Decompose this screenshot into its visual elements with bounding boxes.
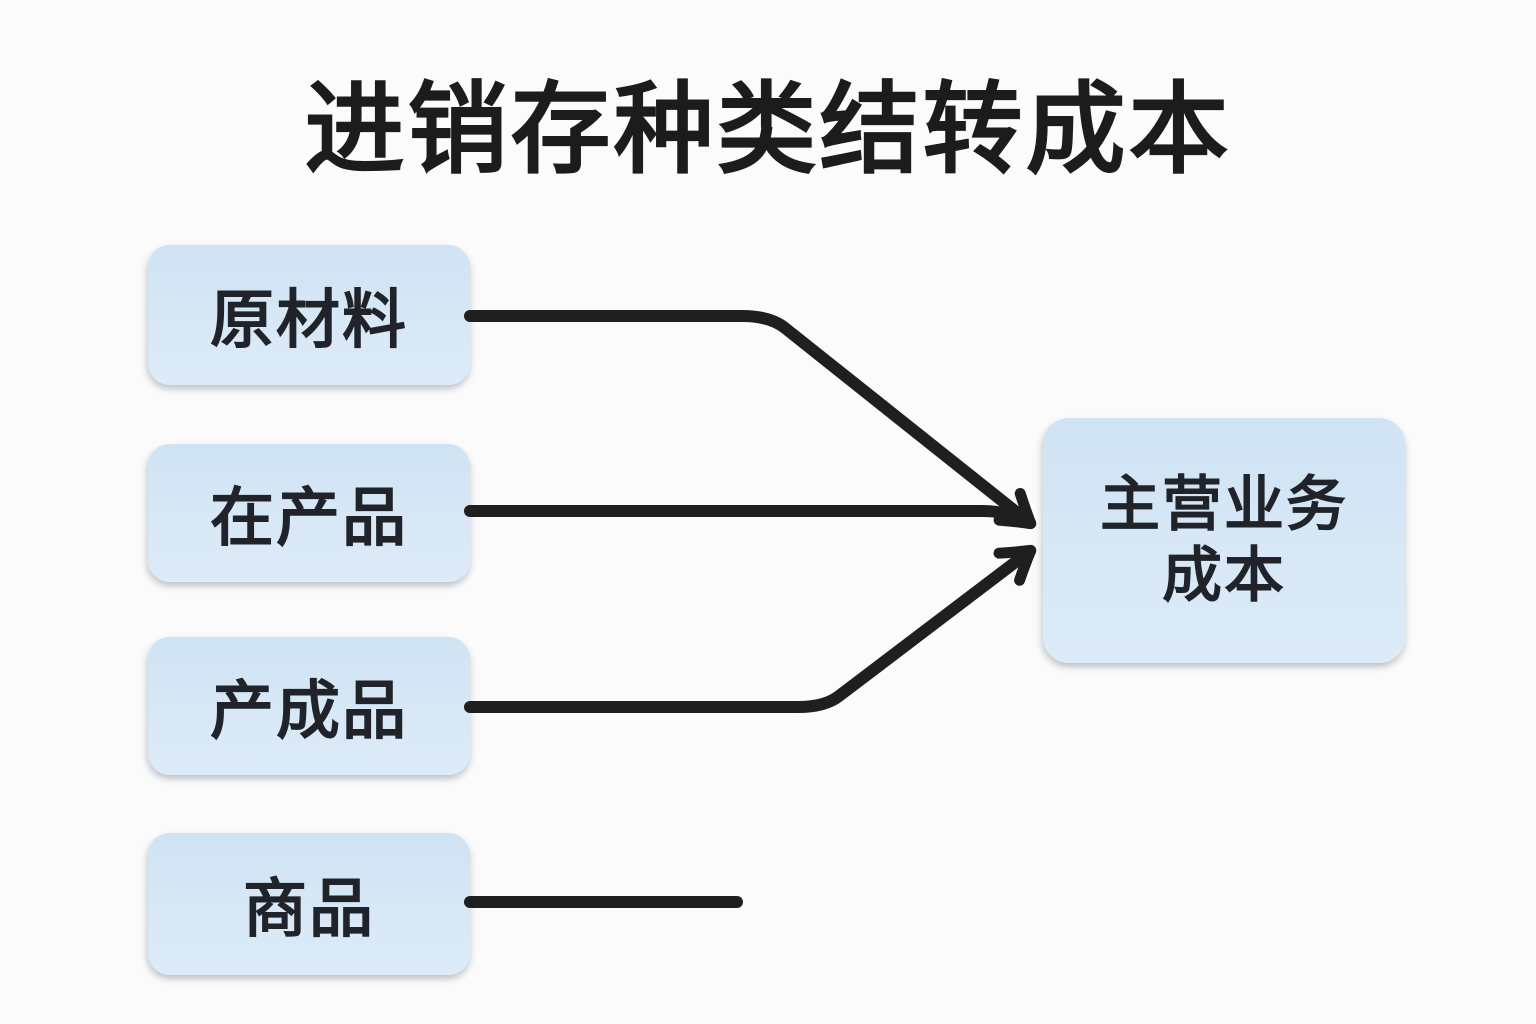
node-main-business-cost: 主营业务 成本	[1043, 418, 1405, 663]
arrow-raw-materials-to-cost	[464, 310, 1037, 530]
arrow-finished-goods-to-cost	[464, 544, 1037, 713]
node-main-business-cost-line1: 主营业务	[1100, 469, 1348, 540]
node-merchandise: 商品	[148, 833, 470, 975]
node-raw-materials-label: 原材料	[210, 284, 408, 358]
node-finished-goods-label: 产成品	[210, 675, 408, 749]
node-finished-goods: 产成品	[148, 637, 470, 775]
arrow-work-in-progress-to-cost	[464, 505, 1026, 527]
node-merchandise-label: 商品	[243, 873, 375, 947]
node-raw-materials: 原材料	[148, 245, 470, 385]
diagram-title: 进销存种类结转成本	[304, 71, 1232, 188]
node-main-business-cost-label: 主营业务 成本	[1100, 470, 1348, 612]
node-work-in-progress-label: 在产品	[210, 482, 408, 556]
node-work-in-progress: 在产品	[148, 444, 470, 582]
node-main-business-cost-line2: 成本	[1162, 540, 1286, 611]
